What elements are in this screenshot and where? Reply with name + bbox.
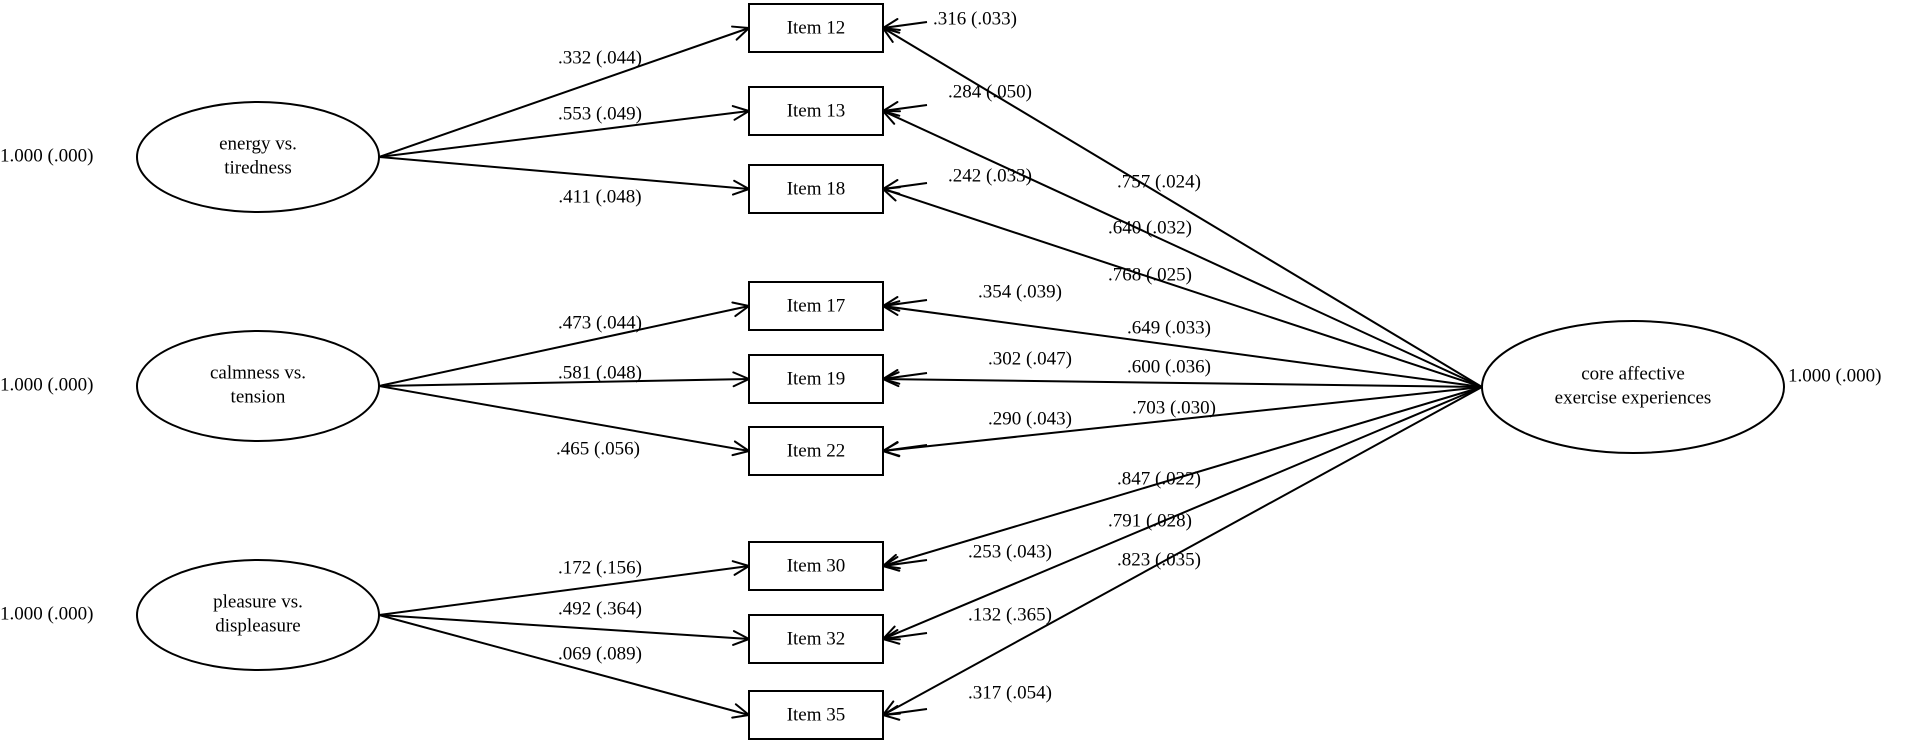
- item-box-i32: Item 32: [748, 614, 884, 664]
- residual-label-i18: .242 (.033): [948, 165, 1032, 186]
- item-label: Item 22: [787, 440, 846, 461]
- loading-label-core-i17: .649 (.033): [1127, 317, 1211, 338]
- loading-label-pleasure-i32: .492 (.364): [558, 598, 642, 619]
- loading-label-calmness-i19: .581 (.048): [558, 362, 642, 383]
- factor-label: pleasure vs.: [213, 591, 303, 612]
- factor-variance-core: 1.000 (.000): [1788, 365, 1881, 386]
- residual-label-i19: .302 (.047): [988, 348, 1072, 369]
- residual-label-i12: .316 (.033): [933, 8, 1017, 29]
- item-label: Item 35: [787, 704, 846, 725]
- item-box-i35: Item 35: [748, 690, 884, 740]
- factor-label: tension: [231, 386, 286, 407]
- residual-label-i22: .290 (.043): [988, 408, 1072, 429]
- residual-arrow-i18: [882, 179, 928, 195]
- residual-label-i35: .317 (.054): [968, 682, 1052, 703]
- loading-label-energy-i13: .553 (.049): [558, 103, 642, 124]
- item-box-i22: Item 22: [748, 426, 884, 476]
- item-label: Item 19: [787, 368, 846, 389]
- item-box-i18: Item 18: [748, 164, 884, 214]
- loading-label-energy-i18: .411 (.048): [558, 186, 641, 207]
- loading-label-core-i13: .640 (.032): [1108, 217, 1192, 238]
- loading-label-core-i19: .600 (.036): [1127, 356, 1211, 377]
- residual-arrow-i22: [882, 441, 928, 457]
- item-box-i17: Item 17: [748, 281, 884, 331]
- factor-ellipse-energy: energy vs. tiredness: [136, 101, 380, 213]
- residual-arrow-i13: [882, 101, 928, 117]
- factor-label: calmness vs.: [210, 362, 306, 383]
- loading-label-calmness-i22: .465 (.056): [556, 438, 640, 459]
- item-box-i13: Item 13: [748, 86, 884, 136]
- factor-label: displeasure: [215, 615, 300, 636]
- loading-label-calmness-i17: .473 (.044): [558, 312, 642, 333]
- factor-label: exercise experiences: [1555, 387, 1712, 408]
- residual-arrow-i35: [882, 705, 928, 721]
- loading-label-core-i35: .823 (.035): [1117, 549, 1201, 570]
- factor-variance-energy: 1.000 (.000): [0, 145, 93, 166]
- loading-label-core-i32: .791 (.028): [1108, 510, 1192, 531]
- item-label: Item 18: [787, 178, 846, 199]
- loading-path-energy-i12: [378, 25, 750, 158]
- loading-label-core-i12: .757 (.024): [1117, 171, 1201, 192]
- factor-label: core affective: [1581, 363, 1685, 384]
- item-box-i30: Item 30: [748, 541, 884, 591]
- item-label: Item 13: [787, 100, 846, 121]
- residual-label-i30: .253 (.043): [968, 541, 1052, 562]
- item-label: Item 32: [787, 628, 846, 649]
- residual-label-i32: .132 (.365): [968, 604, 1052, 625]
- item-label: Item 17: [787, 295, 846, 316]
- factor-variance-pleasure: 1.000 (.000): [0, 603, 93, 624]
- item-label: Item 30: [787, 555, 846, 576]
- loading-label-core-i18: .768 (.025): [1108, 264, 1192, 285]
- loading-label-energy-i12: .332 (.044): [558, 47, 642, 68]
- loading-label-pleasure-i30: .172 (.156): [558, 557, 642, 578]
- factor-label: tiredness: [224, 157, 292, 178]
- factor-label: energy vs.: [219, 133, 297, 154]
- factor-ellipse-calmness: calmness vs. tension: [136, 330, 380, 442]
- residual-label-i17: .354 (.039): [978, 281, 1062, 302]
- item-label: Item 12: [787, 17, 846, 38]
- residual-label-i13: .284 (.050): [948, 81, 1032, 102]
- factor-ellipse-pleasure: pleasure vs. displeasure: [136, 559, 380, 671]
- loading-path-pleasure-i35: [378, 614, 750, 719]
- item-box-i12: Item 12: [748, 3, 884, 53]
- loading-label-core-i22: .703 (.030): [1132, 397, 1216, 418]
- loading-label-pleasure-i35: .069 (.089): [558, 643, 642, 664]
- item-box-i19: Item 19: [748, 354, 884, 404]
- loading-label-core-i30: .847 (.022): [1117, 468, 1201, 489]
- factor-variance-calmness: 1.000 (.000): [0, 374, 93, 395]
- factor-ellipse-core: core affective exercise experiences: [1481, 320, 1785, 454]
- residual-arrow-i12: [882, 18, 928, 34]
